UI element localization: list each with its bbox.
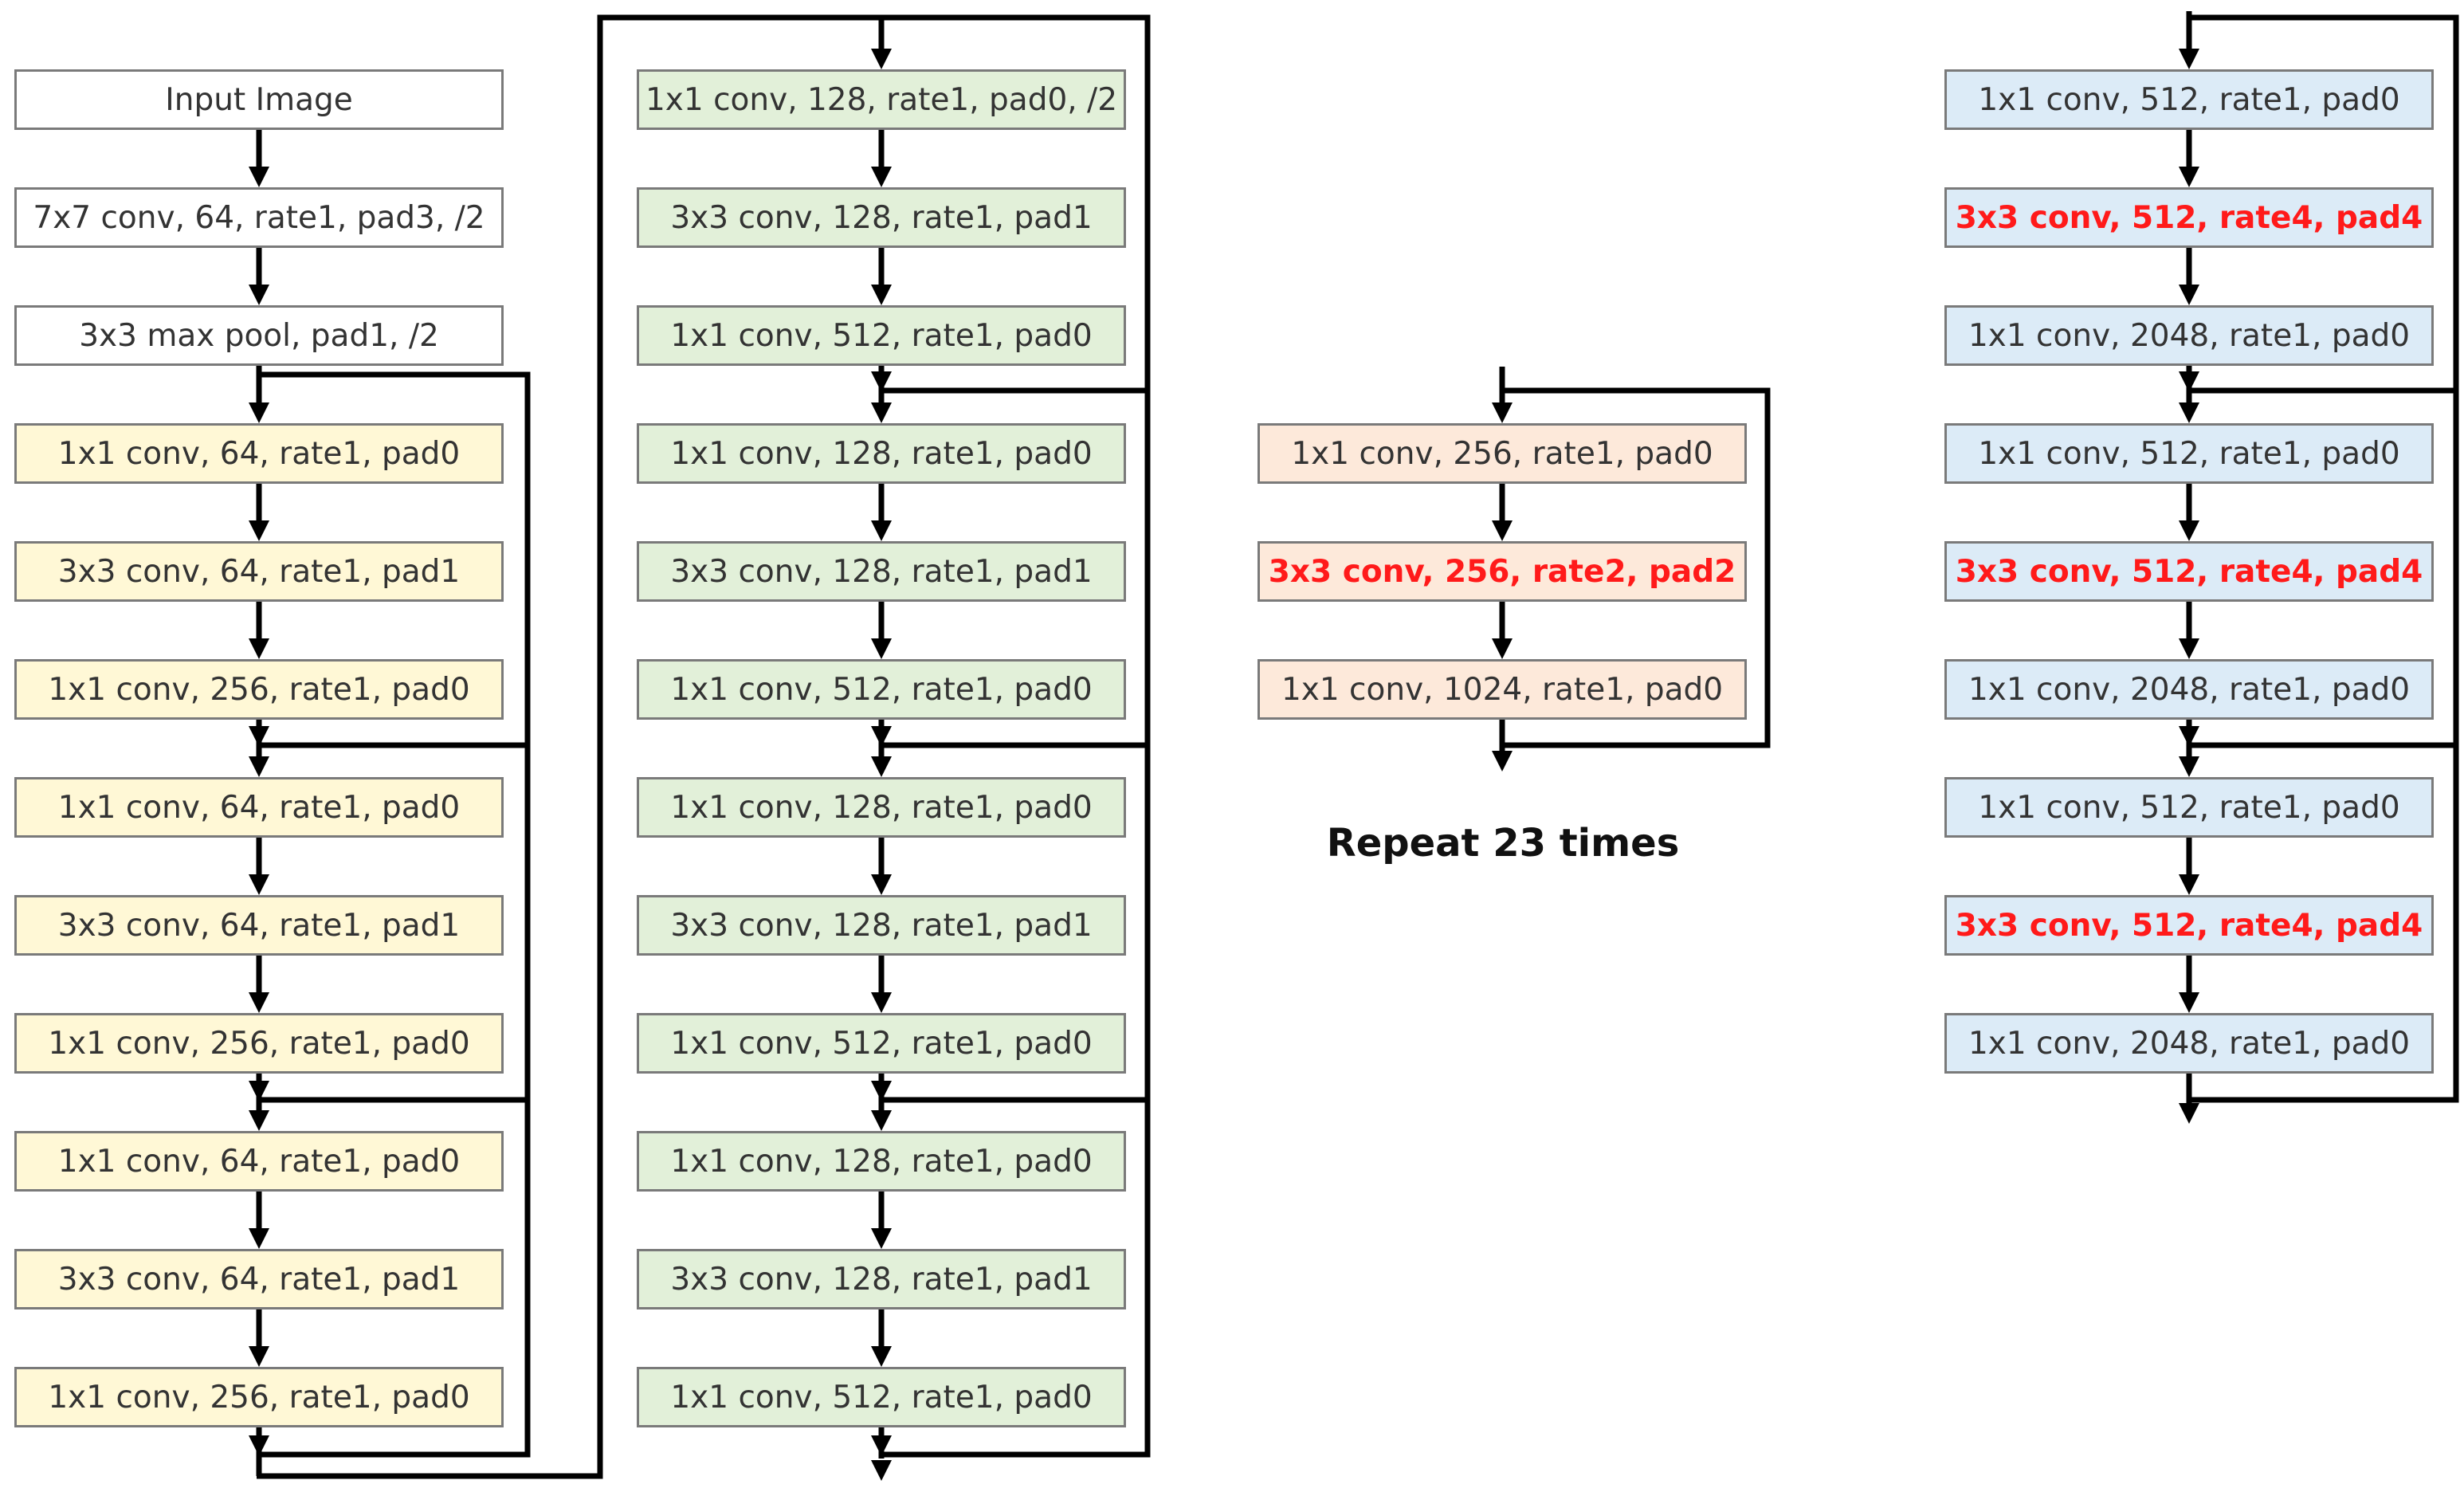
- col1-block-12: 1x1 conv, 256, rate1, pad0: [14, 1367, 504, 1427]
- col1-block-4: 1x1 conv, 64, rate1, pad0: [14, 423, 504, 484]
- col1-block-10: 1x1 conv, 64, rate1, pad0: [14, 1131, 504, 1192]
- skip-connection-56: [881, 1097, 1151, 1458]
- arrowhead-25: [249, 726, 269, 747]
- col2-block-1: 1x1 conv, 128, rate1, pad0, /2: [637, 69, 1126, 130]
- arrowhead-59: [871, 1081, 892, 1101]
- arrowhead-48: [871, 1110, 892, 1131]
- arrowhead-85: [2179, 756, 2199, 777]
- arrowhead-62: [871, 1460, 892, 1481]
- arrowhead-7: [249, 520, 269, 541]
- arrowhead-17: [249, 1110, 269, 1131]
- arrowhead-44: [871, 874, 892, 895]
- col1-block-5: 3x3 conv, 64, rate1, pad1: [14, 541, 504, 602]
- arrowhead-89: [2179, 992, 2199, 1013]
- arrowhead-96: [2179, 1103, 2199, 1124]
- arrowhead-75: [2179, 167, 2199, 187]
- col2-block-12: 1x1 conv, 512, rate1, pad0: [637, 1367, 1126, 1427]
- col2-block-3: 1x1 conv, 512, rate1, pad0: [637, 305, 1126, 366]
- col2-block-5: 3x3 conv, 128, rate1, pad1: [637, 541, 1126, 602]
- col3-block-1: 1x1 conv, 256, rate1, pad0: [1258, 423, 1747, 484]
- arrowhead-36: [871, 402, 892, 423]
- route-col1-to-col2: [257, 14, 881, 1479]
- skip-connection-24: [259, 1097, 531, 1458]
- arrowhead-32: [871, 167, 892, 187]
- col2-block-6: 1x1 conv, 512, rate1, pad0: [637, 659, 1126, 720]
- col1-block-7: 1x1 conv, 64, rate1, pad0: [14, 777, 504, 838]
- arrowhead-34: [871, 285, 892, 305]
- arrowhead-71: [1492, 751, 1513, 772]
- col2-block-9: 1x1 conv, 512, rate1, pad0: [637, 1013, 1126, 1074]
- col4-block-2: 3x3 conv, 512, rate4, pad4: [1944, 187, 2434, 248]
- arrowhead-52: [871, 1346, 892, 1367]
- col1-block-6: 1x1 conv, 256, rate1, pad0: [14, 659, 504, 720]
- col2-block-7: 1x1 conv, 128, rate1, pad0: [637, 777, 1126, 838]
- col2-block-10: 1x1 conv, 128, rate1, pad0: [637, 1131, 1126, 1192]
- col3-block-3: 1x1 conv, 1024, rate1, pad0: [1258, 659, 1747, 720]
- arrowhead-79: [2179, 402, 2199, 423]
- repeat-note: Repeat 23 times: [1326, 821, 1680, 866]
- col4-block-8: 3x3 conv, 512, rate4, pad4: [1944, 895, 2434, 956]
- arrowhead-30: [871, 49, 892, 69]
- arrowhead-46: [871, 992, 892, 1013]
- col1-block-3: 3x3 max pool, pad1, /2: [14, 305, 504, 366]
- arrowhead-77: [2179, 285, 2199, 305]
- arrowhead-66: [1492, 520, 1513, 541]
- arrowhead-42: [871, 756, 892, 777]
- arrowhead-21: [249, 1346, 269, 1367]
- col4-block-1: 1x1 conv, 512, rate1, pad0: [1944, 69, 2434, 130]
- arrowhead-83: [2179, 638, 2199, 659]
- arrowhead-13: [249, 874, 269, 895]
- col3-block-2: 3x3 conv, 256, rate2, pad2: [1258, 541, 1747, 602]
- col1-block-1: Input Image: [14, 69, 504, 130]
- arrowhead-11: [249, 756, 269, 777]
- col1-block-8: 3x3 conv, 64, rate1, pad1: [14, 895, 504, 956]
- col2-block-4: 1x1 conv, 128, rate1, pad0: [637, 423, 1126, 484]
- arrowhead-9: [249, 638, 269, 659]
- col2-block-8: 3x3 conv, 128, rate1, pad1: [637, 895, 1126, 956]
- arrowhead-3: [249, 285, 269, 305]
- col1-block-9: 1x1 conv, 256, rate1, pad0: [14, 1013, 504, 1074]
- arrowhead-1: [249, 167, 269, 187]
- col4-block-7: 1x1 conv, 512, rate1, pad0: [1944, 777, 2434, 838]
- col2-block-11: 3x3 conv, 128, rate1, pad1: [637, 1249, 1126, 1309]
- col4-block-5: 3x3 conv, 512, rate4, pad4: [1944, 541, 2434, 602]
- skip-connection-92: [2189, 742, 2459, 1103]
- arrowhead-73: [2179, 49, 2199, 69]
- arrowhead-38: [871, 520, 892, 541]
- arrowhead-26: [249, 1081, 269, 1101]
- arrowhead-93: [2179, 371, 2199, 392]
- arrowhead-57: [871, 371, 892, 392]
- arrowhead-87: [2179, 874, 2199, 895]
- arrowhead-94: [2179, 726, 2199, 747]
- arrowhead-15: [249, 992, 269, 1013]
- col1-block-2: 7x7 conv, 64, rate1, pad3, /2: [14, 187, 504, 248]
- arrowhead-50: [871, 1228, 892, 1249]
- arrowhead-40: [871, 638, 892, 659]
- col4-block-3: 1x1 conv, 2048, rate1, pad0: [1944, 305, 2434, 366]
- col4-block-4: 1x1 conv, 512, rate1, pad0: [1944, 423, 2434, 484]
- arrowhead-19: [249, 1228, 269, 1249]
- arrowhead-58: [871, 726, 892, 747]
- col1-block-11: 3x3 conv, 64, rate1, pad1: [14, 1249, 504, 1309]
- arrowhead-81: [2179, 520, 2199, 541]
- col2-block-2: 3x3 conv, 128, rate1, pad1: [637, 187, 1126, 248]
- arrowhead-68: [1492, 638, 1513, 659]
- arrowhead-5: [249, 402, 269, 423]
- col4-block-6: 1x1 conv, 2048, rate1, pad0: [1944, 659, 2434, 720]
- arrowhead-64: [1492, 402, 1513, 423]
- skip-connection-69: [1502, 387, 1771, 748]
- col4-block-9: 1x1 conv, 2048, rate1, pad0: [1944, 1013, 2434, 1074]
